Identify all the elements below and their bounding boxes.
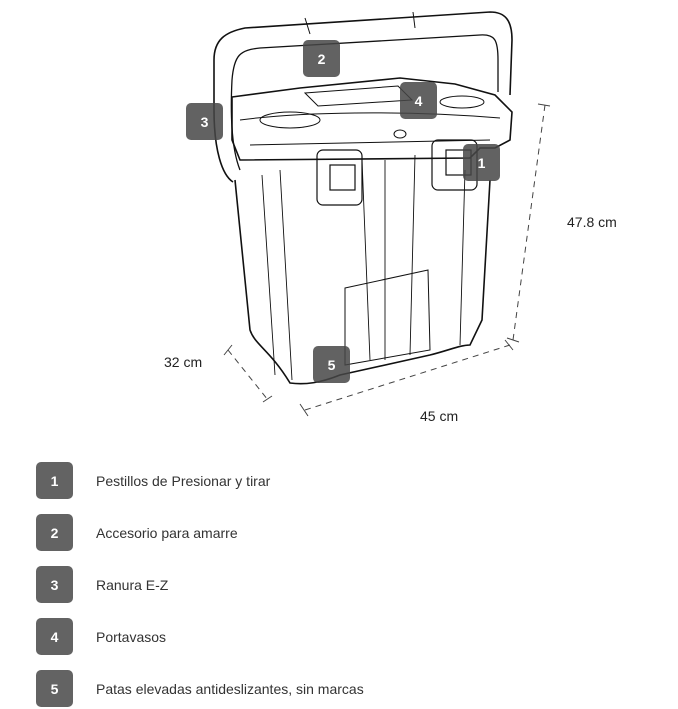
legend-item: 1 Pestillos de Presionar y tirar xyxy=(36,462,270,499)
callout-5[interactable]: 5 xyxy=(313,346,350,383)
callout-1[interactable]: 1 xyxy=(463,144,500,181)
callout-3[interactable]: 3 xyxy=(186,103,223,140)
legend-label: Accesorio para amarre xyxy=(96,524,238,541)
legend-label: Portavasos xyxy=(96,628,167,645)
legend-number: 4 xyxy=(36,618,73,655)
handle xyxy=(213,11,513,183)
dimension-lines xyxy=(227,104,546,411)
legend-number: 5 xyxy=(36,670,73,707)
callout-4[interactable]: 4 xyxy=(400,82,437,119)
depth-dimension: 32 cm xyxy=(164,354,203,370)
callout-2[interactable]: 2 xyxy=(303,40,340,77)
legend-item: 4 Portavasos xyxy=(36,618,166,655)
legend-item: 5 Patas elevadas antideslizantes, sin ma… xyxy=(36,670,364,707)
legend-label: Pestillos de Presionar y tirar xyxy=(96,472,271,489)
legend-label: Ranura E-Z xyxy=(96,576,169,593)
legend-number: 3 xyxy=(36,566,73,603)
height-dimension: 47.8 cm xyxy=(567,214,617,230)
lid xyxy=(231,77,513,161)
legend-item: 2 Accesorio para amarre xyxy=(36,514,238,551)
legend-item: 3 Ranura E-Z xyxy=(36,566,168,603)
legend-number: 1 xyxy=(36,462,73,499)
legend-number: 2 xyxy=(36,514,73,551)
width-dimension: 45 cm xyxy=(420,408,459,424)
legend-label: Patas elevadas antideslizantes, sin marc… xyxy=(96,680,364,697)
